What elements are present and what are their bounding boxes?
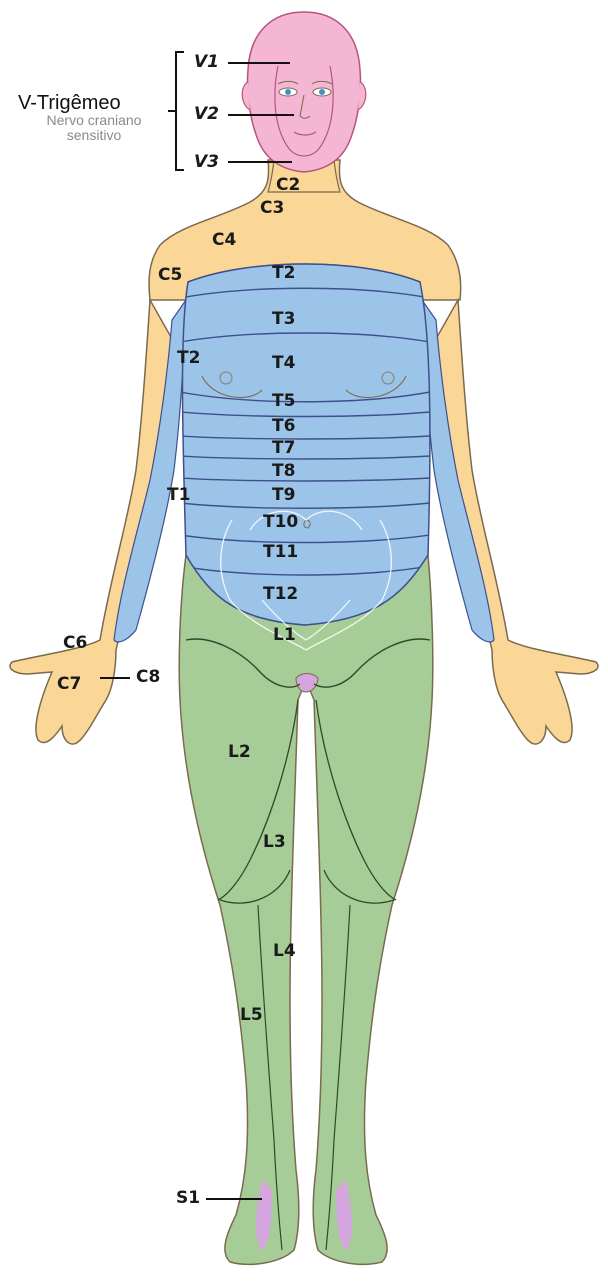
label-t10: T10 [263,514,298,531]
label-t7: T7 [272,440,295,457]
label-c6: C6 [63,635,87,652]
label-c4: C4 [212,232,236,249]
label-v3: V3 [194,154,219,171]
label-t11: T11 [263,544,298,561]
label-s1: S1 [176,1190,200,1207]
label-l2: L2 [228,744,251,761]
label-t12: T12 [263,586,298,603]
label-l5: L5 [240,1007,263,1024]
label-t8: T8 [272,463,295,480]
label-l3: L3 [263,834,286,851]
trigeminal-region [242,12,366,192]
label-c2: C2 [276,177,300,194]
label-t1: T1 [167,487,190,504]
label-v1: V1 [194,54,219,71]
label-c7: C7 [57,676,81,693]
label-t6: T6 [272,418,295,435]
label-v2: V2 [194,106,219,123]
label-t2-arm: T2 [177,350,200,367]
trigeminal-subtitle-line1: Nervo craniano [18,113,170,128]
label-t4: T4 [272,355,295,372]
thoracic-region [180,264,430,650]
trigeminal-subtitle-line2: sensitivo [18,128,170,143]
label-c5: C5 [158,267,182,284]
label-t9: T9 [272,487,295,504]
label-t3: T3 [272,311,295,328]
lumbar-sacral-region [179,555,433,1264]
label-l1: L1 [273,627,296,644]
label-c3: C3 [260,200,284,217]
label-l4: L4 [273,943,296,960]
label-c8: C8 [136,669,160,686]
label-t2: T2 [272,265,295,282]
label-t5: T5 [272,393,295,410]
